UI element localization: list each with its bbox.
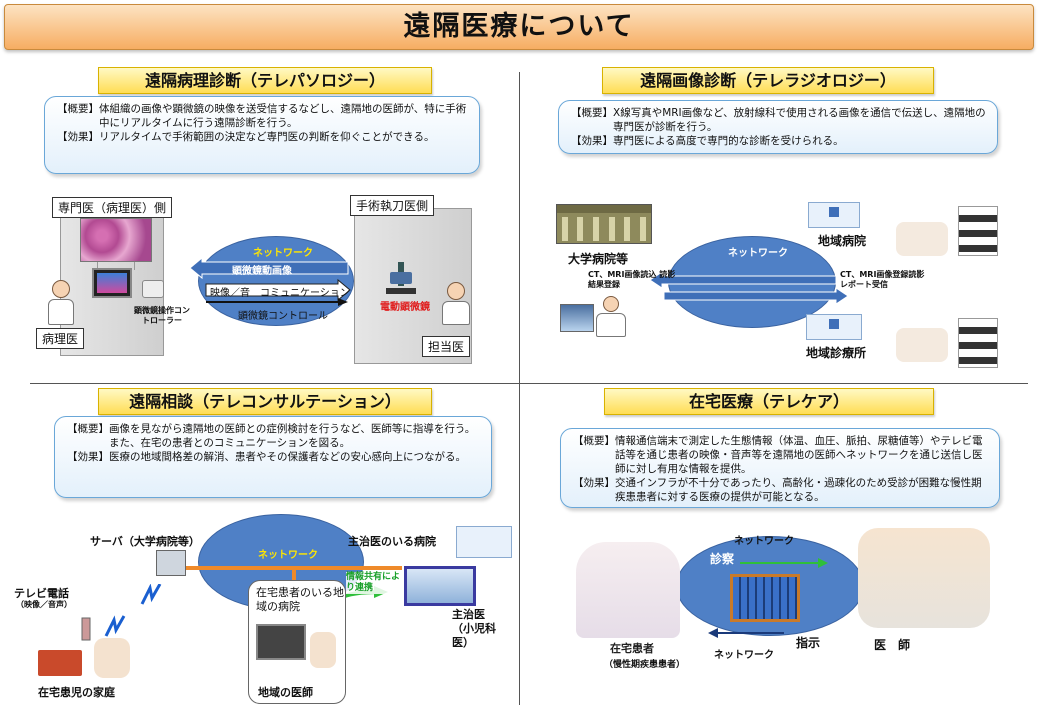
server-computer-icon [156, 550, 186, 576]
effect-tag: 【効果】 [57, 131, 99, 143]
pathologist-icon [48, 280, 74, 326]
network-ellipse [198, 236, 354, 326]
network-bottom-label: ネットワーク [714, 650, 774, 661]
right-arrow-label: CT、MRI画像登録読影レポート受信 [840, 270, 925, 289]
home-child-label: 在宅患児の家庭 [38, 686, 115, 699]
surgeon-side-label: 手術執刀医側 [350, 195, 435, 216]
effect-tag: 【効果】 [67, 451, 109, 463]
tissue-image [80, 218, 152, 262]
instruction-arrow [708, 628, 784, 638]
page-title-bar: 遠隔医療について [4, 4, 1034, 50]
xray-monitor-icon [560, 304, 594, 332]
vertical-divider [519, 72, 520, 705]
arrow-comm-label: 映像／音 コミュニケーション [210, 288, 350, 299]
attending-label: 担当医 [422, 336, 471, 357]
left-arrow-label: CT、MRI画像読込 読影結果登録 [588, 270, 676, 289]
controller-label: 顕微鏡操作コントローラー [134, 306, 190, 325]
horizontal-divider [30, 383, 1028, 384]
local-doctor-icon [310, 632, 336, 668]
regional-clinic-label: 地域診療所 [806, 346, 867, 360]
overview-tag: 【概要】 [57, 103, 99, 115]
house-icon [38, 650, 82, 676]
ct-scan-images-icon [958, 206, 998, 256]
diagnosis-label: 診察 [710, 552, 735, 566]
radiology-overview: X線写真やMRI画像など、放射線科で使用される画像を通信で伝送し、遠隔地の専門医… [613, 107, 986, 133]
wireless-signal-icon [81, 584, 162, 641]
doctor-desk-icon [858, 528, 990, 628]
network-label: ネットワーク [728, 248, 788, 259]
pathology-overview: 体組織の画像や顕微鏡の映像を送受信するなどし、遠隔地の医師が、特に手術中にリアル… [99, 103, 467, 129]
university-building-icon [556, 204, 652, 244]
hospital-doctors-icon [896, 222, 948, 256]
effect-tag: 【効果】 [573, 477, 615, 489]
diagnosis-arrow [740, 558, 828, 568]
instruction-label: 指示 [796, 636, 821, 650]
university-hospital-label: 大学病院等 [568, 252, 629, 266]
laptop-icon [256, 624, 306, 660]
pathology-description: 【概要】体組織の画像や顕微鏡の映像を送受信するなどし、遠隔地の医師が、特に手術中… [44, 96, 480, 174]
doctor-label: 医 師 [874, 638, 911, 652]
effect-tag: 【効果】 [571, 135, 613, 147]
doctor-screen-icon [404, 566, 476, 606]
monitor-icon [92, 268, 132, 298]
regional-clinic-icon [806, 314, 862, 340]
arrow-video-label: 顕微鏡動画像 [232, 266, 292, 277]
telecare-title: 在宅医療（テレケア） [604, 388, 934, 415]
patient-bed-icon [576, 542, 680, 638]
home-patient-label: 在宅患者 [610, 642, 654, 655]
home-patient-sub-label: （慢性期疾患患者） [604, 660, 686, 670]
pathologist-label: 病理医 [36, 328, 85, 349]
main-doctor-label: 主治医（小児科医） [452, 608, 496, 649]
radiology-effect: 専門医による高度で専門的な診断を受けられる。 [613, 135, 844, 147]
tv-phone-label: テレビ電話 [14, 587, 69, 600]
consultation-description: 【概要】画像を見ながら遠隔地の医師との症例検討を行うなど、医師等に指導を行う。ま… [54, 416, 492, 498]
radiology-title: 遠隔画像診断（テレラジオロジー） [602, 67, 934, 94]
network-globe-icon [730, 574, 800, 622]
mri-scan-images-icon [958, 318, 998, 368]
network-label: ネットワーク [253, 248, 313, 259]
network-line [180, 566, 402, 570]
family-icon [94, 638, 130, 678]
attending-doctor-icon [442, 282, 470, 326]
regional-hospital-icon [808, 202, 860, 228]
pathology-title: 遠隔病理診断（テレパソロジー） [98, 67, 432, 94]
network-label: ネットワーク [258, 550, 318, 561]
local-doctor-label: 地域の医師 [258, 686, 313, 699]
radiology-description: 【概要】X線写真やMRI画像など、放射線科で使用される画像を通信で伝送し、遠隔地… [558, 100, 998, 154]
telecare-description: 【概要】情報通信端末で測定した生態情報（体温、血圧、脈拍、尿糖値等）やテレビ電話… [560, 428, 1000, 508]
telecare-overview: 情報通信端末で測定した生態情報（体温、血圧、脈拍、尿糖値等）やテレビ電話等を通じ… [615, 435, 983, 475]
pathology-arrows [189, 256, 351, 306]
arrow-control-label: 顕微鏡コントロール [238, 311, 328, 322]
consultation-overview: 画像を見ながら遠隔地の医師との症例検討を行うなど、医師等に指導を行う。また、在宅… [109, 423, 476, 449]
home-patient-hospital-label: 在宅患者のいる地域の病院 [256, 586, 344, 613]
controller-icon [142, 280, 164, 298]
clinic-doctors-icon [896, 328, 948, 362]
pathology-effect: リアルタイムで手術範囲の決定など専門医の判断を仰ぐことができる。 [99, 131, 435, 143]
regional-hospital-label: 地域病院 [818, 234, 867, 248]
main-hospital-label: 主治医のいる病院 [348, 535, 436, 548]
tv-phone-sub-label: （映像／音声） [16, 600, 72, 609]
info-share-label: 情報共有により連携 [346, 572, 404, 594]
microscope-icon [384, 262, 418, 296]
main-hospital-icon [456, 526, 512, 558]
consultation-title: 遠隔相談（テレコンサルテーション） [98, 388, 432, 415]
microscope-label: 電動顕微鏡 [380, 302, 430, 313]
network-top-label: ネットワーク [734, 536, 794, 547]
overview-tag: 【概要】 [571, 107, 613, 119]
consultation-effect: 医療の地域間格差の解消、患者やその保護者などの安心感向上につながる。 [109, 451, 466, 463]
telecare-effect: 交通インフラが不十分であったり、高齢化・過疎化のため受診が困難な慢性期疾患患者に… [615, 477, 982, 503]
radiologist-icon [596, 296, 626, 338]
overview-tag: 【概要】 [67, 423, 109, 435]
overview-tag: 【概要】 [573, 435, 615, 447]
specialist-side-label: 専門医（病理医）側 [52, 197, 173, 218]
server-label: サーバ（大学病院等） [90, 535, 200, 548]
page-title: 遠隔医療について [403, 11, 635, 42]
radiology-arrows [650, 274, 849, 305]
